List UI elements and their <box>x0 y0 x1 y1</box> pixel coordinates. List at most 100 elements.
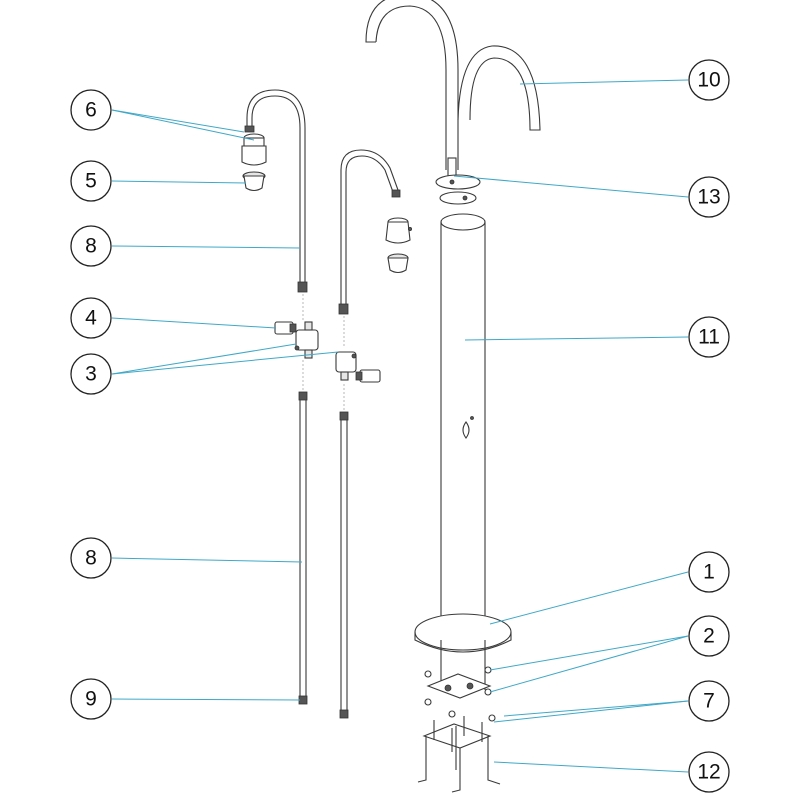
goose-neck-10-right <box>457 45 541 131</box>
callout-9: 9 <box>70 678 112 720</box>
callout-6-label: 6 <box>85 99 97 122</box>
leader-3a <box>111 343 297 375</box>
callout-9-circle <box>70 678 112 720</box>
leader-7a <box>503 700 689 717</box>
callout-13-label: 13 <box>697 186 720 209</box>
leader-lines <box>111 79 689 773</box>
callout-4-label: 4 <box>85 307 97 330</box>
middle-valve-outlet <box>340 371 349 381</box>
middle-upper-pipe-nut <box>338 303 349 315</box>
callout-2: 2 <box>688 615 730 657</box>
base-flange-1 <box>414 613 512 651</box>
bolt-7-nut-b <box>488 714 496 722</box>
callout-4-circle <box>70 297 112 339</box>
left-valve-3-screw <box>294 345 300 351</box>
leader-2b <box>489 635 689 693</box>
leader-4 <box>111 317 277 329</box>
callout-10-label: 10 <box>697 69 720 92</box>
middle-shower-head <box>387 257 409 274</box>
leader-1 <box>489 571 689 625</box>
callout-3-label: 3 <box>85 363 97 386</box>
callout-10: 10 <box>688 59 730 101</box>
callout-1-label: 1 <box>703 561 715 584</box>
callout-4: 4 <box>70 297 112 339</box>
leader-9 <box>111 698 301 701</box>
callout-8-lower-circle <box>70 537 112 579</box>
left-push-button-4-cap <box>289 323 297 333</box>
leader-10 <box>519 79 689 85</box>
bolt-7-nut-a <box>448 710 456 718</box>
callout-12-label: 12 <box>697 761 720 784</box>
callout-8-lower: 8 <box>70 537 112 579</box>
callout-2-label: 2 <box>703 625 715 648</box>
left-shower-head-5 <box>243 175 265 192</box>
leader-6b <box>111 109 255 141</box>
middle-lower-pipe <box>340 420 348 710</box>
callout-2-circle <box>688 615 730 657</box>
plate-washer-d <box>424 698 432 706</box>
left-head-nut <box>244 125 255 133</box>
column-11-body <box>440 222 486 618</box>
callout-3-circle <box>70 353 112 395</box>
callout-5: 5 <box>70 160 112 202</box>
callout-7: 7 <box>688 680 730 722</box>
callout-8-upper: 8 <box>70 225 112 267</box>
leader-7b <box>493 700 689 723</box>
callout-13: 13 <box>688 176 730 218</box>
column-11-top <box>440 213 486 231</box>
callout-9-label: 9 <box>85 688 97 711</box>
column-11-slot <box>462 421 470 439</box>
callout-6: 6 <box>70 89 112 131</box>
callout-11: 11 <box>688 316 730 358</box>
callout-5-circle <box>70 160 112 202</box>
plate-washer-a <box>424 670 432 678</box>
anchor-frame-12-legs <box>417 726 501 793</box>
callout-1: 1 <box>688 551 730 593</box>
middle-upper-curved-pipe-inner <box>345 155 394 312</box>
leader-6a <box>111 109 245 133</box>
callout-6-circle <box>70 89 112 131</box>
left-valve-3-outlet <box>304 349 313 359</box>
middle-valve-screw <box>351 353 357 359</box>
callout-5-label: 5 <box>85 170 97 193</box>
left-shower-assembly <box>241 89 319 705</box>
left-upper-pipe-nut <box>297 281 308 293</box>
leader-2a <box>489 635 689 671</box>
bracket-13-hole-b <box>462 195 468 201</box>
callout-3: 3 <box>70 353 112 395</box>
callout-10-circle <box>688 59 730 101</box>
leader-13 <box>453 175 689 198</box>
anchor-frame-12-plate <box>422 723 492 749</box>
left-valve-3-stem <box>304 321 313 331</box>
left-upper-curved-pipe-inner <box>246 89 306 290</box>
middle-lower-pipe-bottom-nut <box>339 709 349 719</box>
middle-upper-curved-pipe <box>340 149 399 312</box>
leader-8a <box>111 245 301 249</box>
callout-12: 12 <box>688 751 730 793</box>
callout-8-lower-label: 8 <box>85 547 97 570</box>
goose-neck-10-left <box>365 0 459 170</box>
leader-3b <box>111 351 339 375</box>
bracket-13-ring <box>435 174 481 190</box>
leader-12 <box>493 761 689 773</box>
leader-8b <box>111 557 303 563</box>
plate-nut-a <box>444 684 452 692</box>
middle-lower-pipe-top-nut <box>339 411 349 421</box>
column-11-screw <box>470 416 474 420</box>
bracket-13-hole-a <box>449 179 455 185</box>
anchor-frame-12-rods <box>433 716 483 752</box>
plate-nut-b <box>466 682 474 690</box>
middle-shower-assembly <box>335 149 412 719</box>
callout-11-circle <box>688 316 730 358</box>
callout-8-upper-label: 8 <box>85 235 97 258</box>
middle-head-nut <box>391 189 401 198</box>
middle-push-button <box>359 369 381 383</box>
left-fitting-6-ring <box>243 137 265 147</box>
mounting-plate-2 <box>426 673 492 699</box>
left-valve-3-body <box>295 329 319 351</box>
left-lower-pipe <box>299 400 307 696</box>
callout-13-circle <box>688 176 730 218</box>
left-fitting-6-body <box>241 145 267 166</box>
left-upper-curved-pipe <box>251 95 301 290</box>
